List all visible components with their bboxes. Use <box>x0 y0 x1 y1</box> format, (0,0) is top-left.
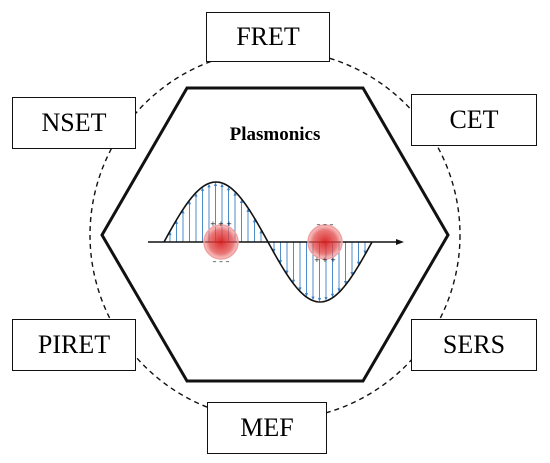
cet-box: CET <box>411 94 537 146</box>
field-arrow-head <box>311 296 315 301</box>
plasmonics-title: Plasmonics <box>229 124 321 145</box>
field-arrow-head <box>278 260 283 264</box>
fret-box: FRET <box>206 12 330 62</box>
field-arrow-head <box>363 250 367 255</box>
field-arrow-head <box>239 199 244 203</box>
field-arrow-head <box>337 288 341 292</box>
field-arrow-head <box>174 220 179 224</box>
field-arrow-head <box>356 261 361 266</box>
svg-text:+ + +: + + + <box>314 256 336 264</box>
field-arrow-head <box>194 193 198 197</box>
svg-text:+ + +: + + + <box>210 220 232 228</box>
field-arrow-head <box>220 183 224 187</box>
nset-box: NSET <box>12 97 136 149</box>
field-arrow-head <box>285 270 289 275</box>
field-arrow-head <box>181 209 185 214</box>
field-arrow-head <box>233 192 237 196</box>
mef-box: MEF <box>207 402 327 454</box>
field-arrow-head <box>350 272 354 276</box>
sine-wave <box>163 181 373 303</box>
hexagon <box>100 86 450 383</box>
svg-text:– – –: – – – <box>212 257 229 266</box>
field-arrow-head <box>298 287 302 291</box>
piret-box: PIRET <box>12 319 136 371</box>
field-arrow-head <box>168 231 172 236</box>
field-arrow-head <box>226 186 231 191</box>
field-arrow-head <box>207 183 211 188</box>
field-arrow-head <box>330 293 335 298</box>
nanoparticle-right: – – – + + + <box>307 220 343 264</box>
field-arrow-head <box>317 297 322 302</box>
sers-box: SERS <box>411 319 537 371</box>
field-arrow-head <box>252 218 257 223</box>
field-arrow-head <box>200 187 205 191</box>
field-arrow-head <box>291 279 296 284</box>
field-arrow-head <box>272 248 276 253</box>
field-arrow-head <box>187 200 192 205</box>
field-arrow-head <box>259 229 263 234</box>
svg-text:– – –: – – – <box>316 220 333 229</box>
field-arrow-head <box>343 281 348 285</box>
field-arrow-head <box>304 293 309 297</box>
nanoparticle-left: + + + – – – <box>203 220 239 266</box>
field-arrow-head <box>213 182 218 187</box>
axis-arrow <box>148 239 404 245</box>
field-arrow-head <box>246 208 250 212</box>
field-arrow-head <box>324 297 328 301</box>
